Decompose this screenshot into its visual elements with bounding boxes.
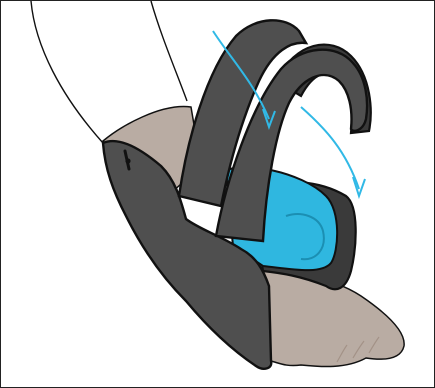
brace-slot-hole [125,158,130,163]
leg-outline-right [151,1,187,101]
leg-outline-left [31,1,103,143]
